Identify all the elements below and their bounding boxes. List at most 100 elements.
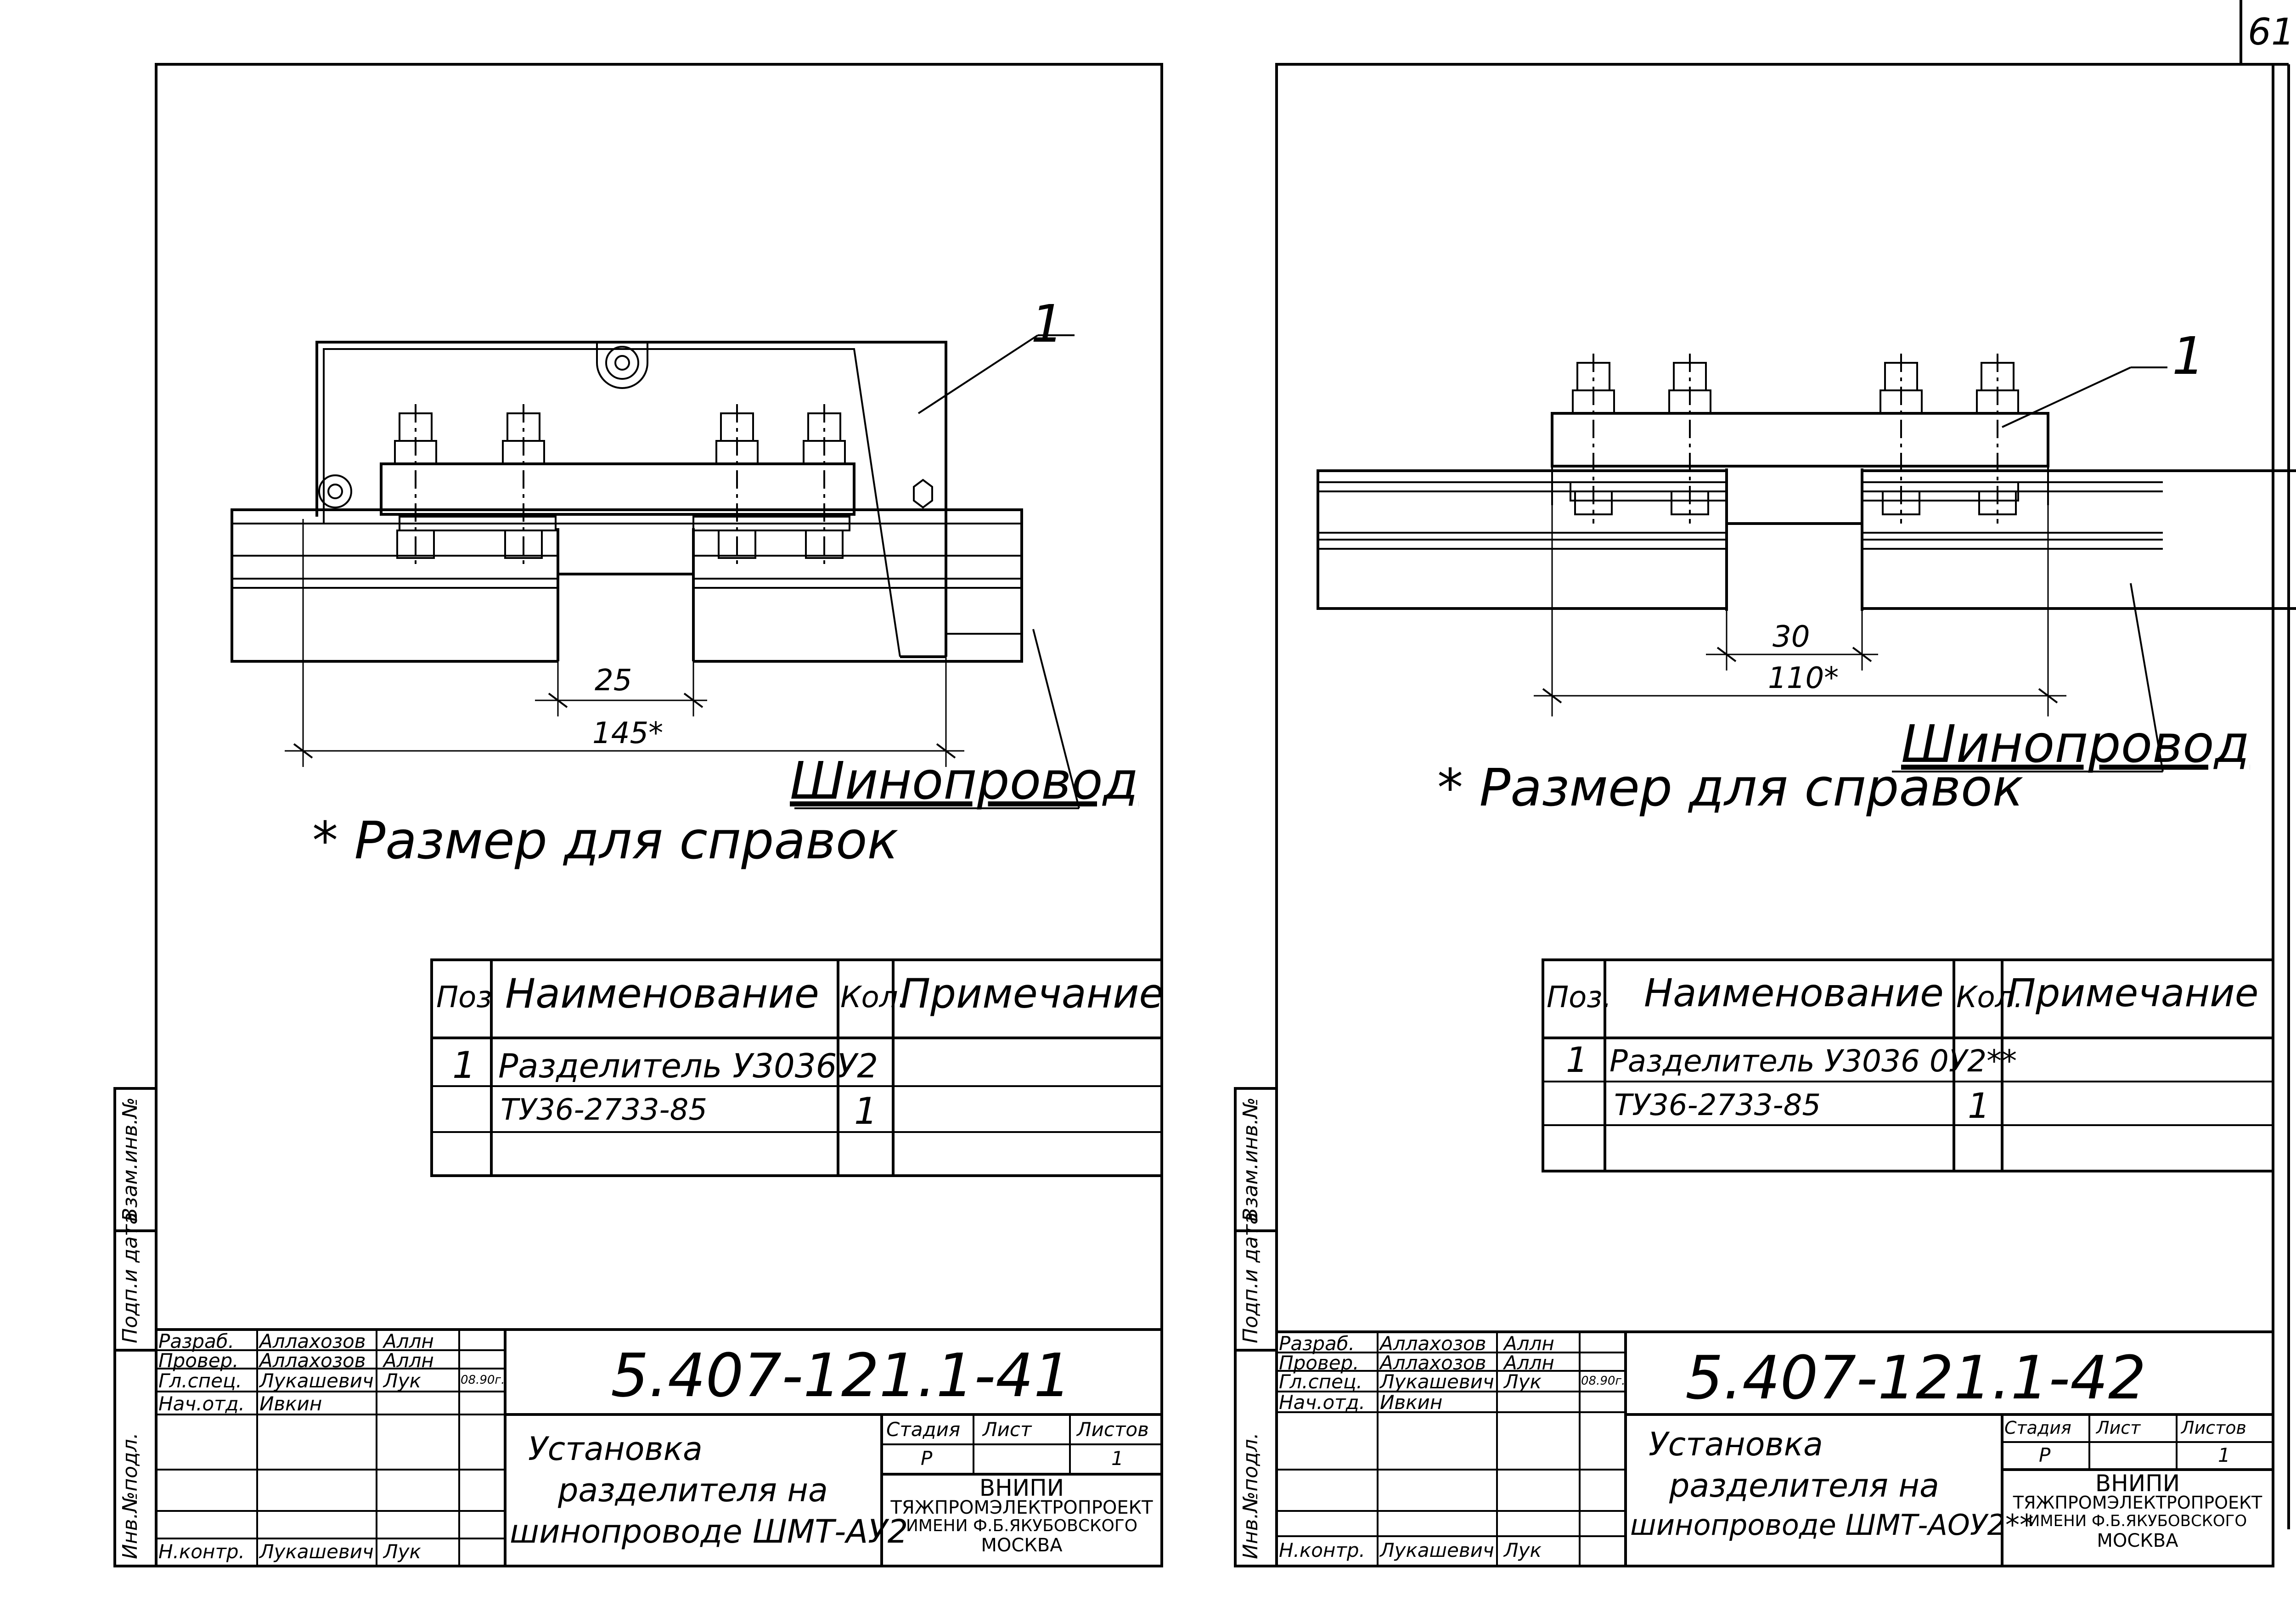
sheet-right-linework [1234,0,2296,1567]
side-stamp-inv: Инв.№подл. [1239,1432,1262,1559]
leader-part1 [2002,366,2131,428]
org-line-3: ИМЕНИ Ф.Б.ЯКУБОВСКОГО [906,1516,1138,1535]
spec-row1-name: Разделитель У3036У2 [498,1047,878,1085]
title-line-2: разделителя на [558,1471,828,1509]
spec-row2-qty: 1 [854,1090,878,1133]
stage-value: Р [2039,1444,2051,1466]
spec-row1-pos: 1 [452,1044,476,1087]
tb-sign-3: Лук [1504,1370,1542,1393]
tb-name-7: Лукашевич [1380,1539,1494,1561]
tb-sign-2: Аллн [383,1349,434,1372]
stage-header: Стадия [886,1418,961,1441]
title-line-1: Установка [1649,1426,1823,1463]
tb-sign-2: Аллн [1504,1352,1554,1374]
spec-header-qty: Кол. [840,981,907,1014]
spec-row2-name: ТУ36-2733-85 [501,1093,708,1127]
bolts [1572,354,2019,524]
side-stamp-replace: Взам.инв.№ [1239,1097,1262,1222]
side-stamp-box [1234,1087,1278,1567]
leader-busbar [1032,629,1080,809]
sheets-value: 1 [2218,1444,2230,1466]
dimensions [285,519,964,767]
tb-name-7: Лукашевич [259,1540,374,1563]
sheet-left-linework [113,63,1163,1567]
spec-table-lines [430,958,1163,1177]
tb-name-3: Лукашевич [259,1369,374,1392]
title-block-lines [1275,1330,2274,1567]
spec-header-qty: Кол. [1956,981,2023,1014]
spec-header-name: Наименование [1644,970,1944,1015]
doc-code: 5.407-121.1-42 [1685,1343,2146,1413]
tb-name-3: Лукашевич [1380,1370,1494,1393]
sheet-header: Лист [983,1418,1032,1441]
dimensions [1534,505,2066,716]
title-line-1: Установка [528,1430,703,1468]
org-line-4: МОСКВА [2097,1530,2178,1551]
tb-sign-1: Аллн [1504,1332,1554,1355]
spec-header-note: Примечание [900,970,1164,1017]
tb-role-3: Гл.спец. [158,1369,242,1392]
sheet-header: Лист [2096,1418,2141,1438]
title-block-lines [155,1328,1163,1567]
tb-role-2: Провер. [158,1349,239,1372]
separator-housing [315,341,947,658]
side-stamp-replace: Взам.инв.№ [118,1097,142,1222]
tb-name-1: Аллахозов [259,1330,366,1352]
tb-name-2: Аллахозов [1380,1352,1486,1374]
org-line-2: ТЯЖПРОМЭЛЕКТРОПРОЕКТ [890,1497,1153,1518]
sheets-value: 1 [1111,1447,1124,1470]
spec-row1-pos: 1 [1566,1039,1588,1080]
leader-busbar [2130,583,2164,772]
tb-sign-1: Аллн [383,1330,434,1352]
dim-total-label: 145* [592,716,664,750]
tb-role-4: Нач.отд. [1279,1391,1366,1414]
part-label: 1 [2172,327,2205,386]
tb-role-2: Провер. [1279,1352,1359,1374]
spec-header-pos: Поз. [1547,981,1612,1014]
title-line-3: шинопроводе ШМТ-АУ2 [510,1513,908,1550]
org-line-1: ВНИПИ [979,1475,1064,1501]
stage-value: Р [921,1447,933,1470]
org-line-2: ТЯЖПРОМЭЛЕКТРОПРОЕКТ [2013,1493,2262,1513]
part-label: 1 [1031,294,1064,354]
busbar-label: Шинопровод [1901,715,2250,774]
tb-sign-3: Лук [383,1369,421,1392]
leader-part1 [917,334,1039,414]
spec-header-name: Наименование [505,970,819,1017]
side-stamp-box [113,1087,158,1567]
spec-header-note: Примечание [2007,970,2259,1015]
sheets-header: Листов [1077,1418,1149,1441]
tb-date-3: 08.90г. [461,1373,505,1387]
spec-header-pos: Поз [436,981,492,1014]
tb-name-4: Ивкин [259,1392,322,1415]
tb-date-3: 08.90г. [1581,1374,1626,1388]
org-line-3: ИМЕНИ Ф.Б.ЯКУБОВСКОГО [2028,1512,2247,1530]
sheet-number: 61 [2248,11,2295,53]
busbar [1317,468,2296,611]
footnote: * Размер для справок [312,811,899,871]
tb-role-7: Н.контр. [1279,1539,1365,1561]
sheet-left: 1 25 145* Шинопровод * Размер для справо… [113,63,1164,1567]
sheets-header: Листов [2181,1418,2246,1438]
spec-row2-name: ТУ36-2733-85 [1614,1088,1821,1122]
dim-total-label: 110* [1768,661,1839,695]
tb-name-4: Ивкин [1380,1391,1443,1414]
dim-gap-label: 30 [1773,620,1810,654]
title-line-2: разделителя на [1669,1467,1939,1505]
side-stamp-sign: Подп.и дата [1239,1212,1262,1343]
tb-role-7: Н.контр. [158,1540,245,1563]
dim-gap-label: 25 [595,664,632,698]
sheet-right: 61 1 30 110* Шинопровод * Размер для спр… [1176,0,2296,1606]
footnote: * Размер для справок [1437,758,2024,818]
doc-code: 5.407-121.1-41 [611,1341,1072,1410]
side-stamp-sign: Подп.и дата [118,1212,142,1343]
tb-name-2: Аллахозов [259,1349,366,1372]
busbar [231,508,1023,664]
busbar-label: Шинопровод [790,751,1139,811]
tb-role-3: Гл.спец. [1279,1370,1362,1393]
title-line-3: шинопроводе ШМТ-АОУ2** [1630,1508,2034,1542]
stage-header: Стадия [2004,1418,2071,1438]
org-line-4: МОСКВА [981,1535,1063,1556]
tb-sign-7: Лук [383,1540,421,1563]
